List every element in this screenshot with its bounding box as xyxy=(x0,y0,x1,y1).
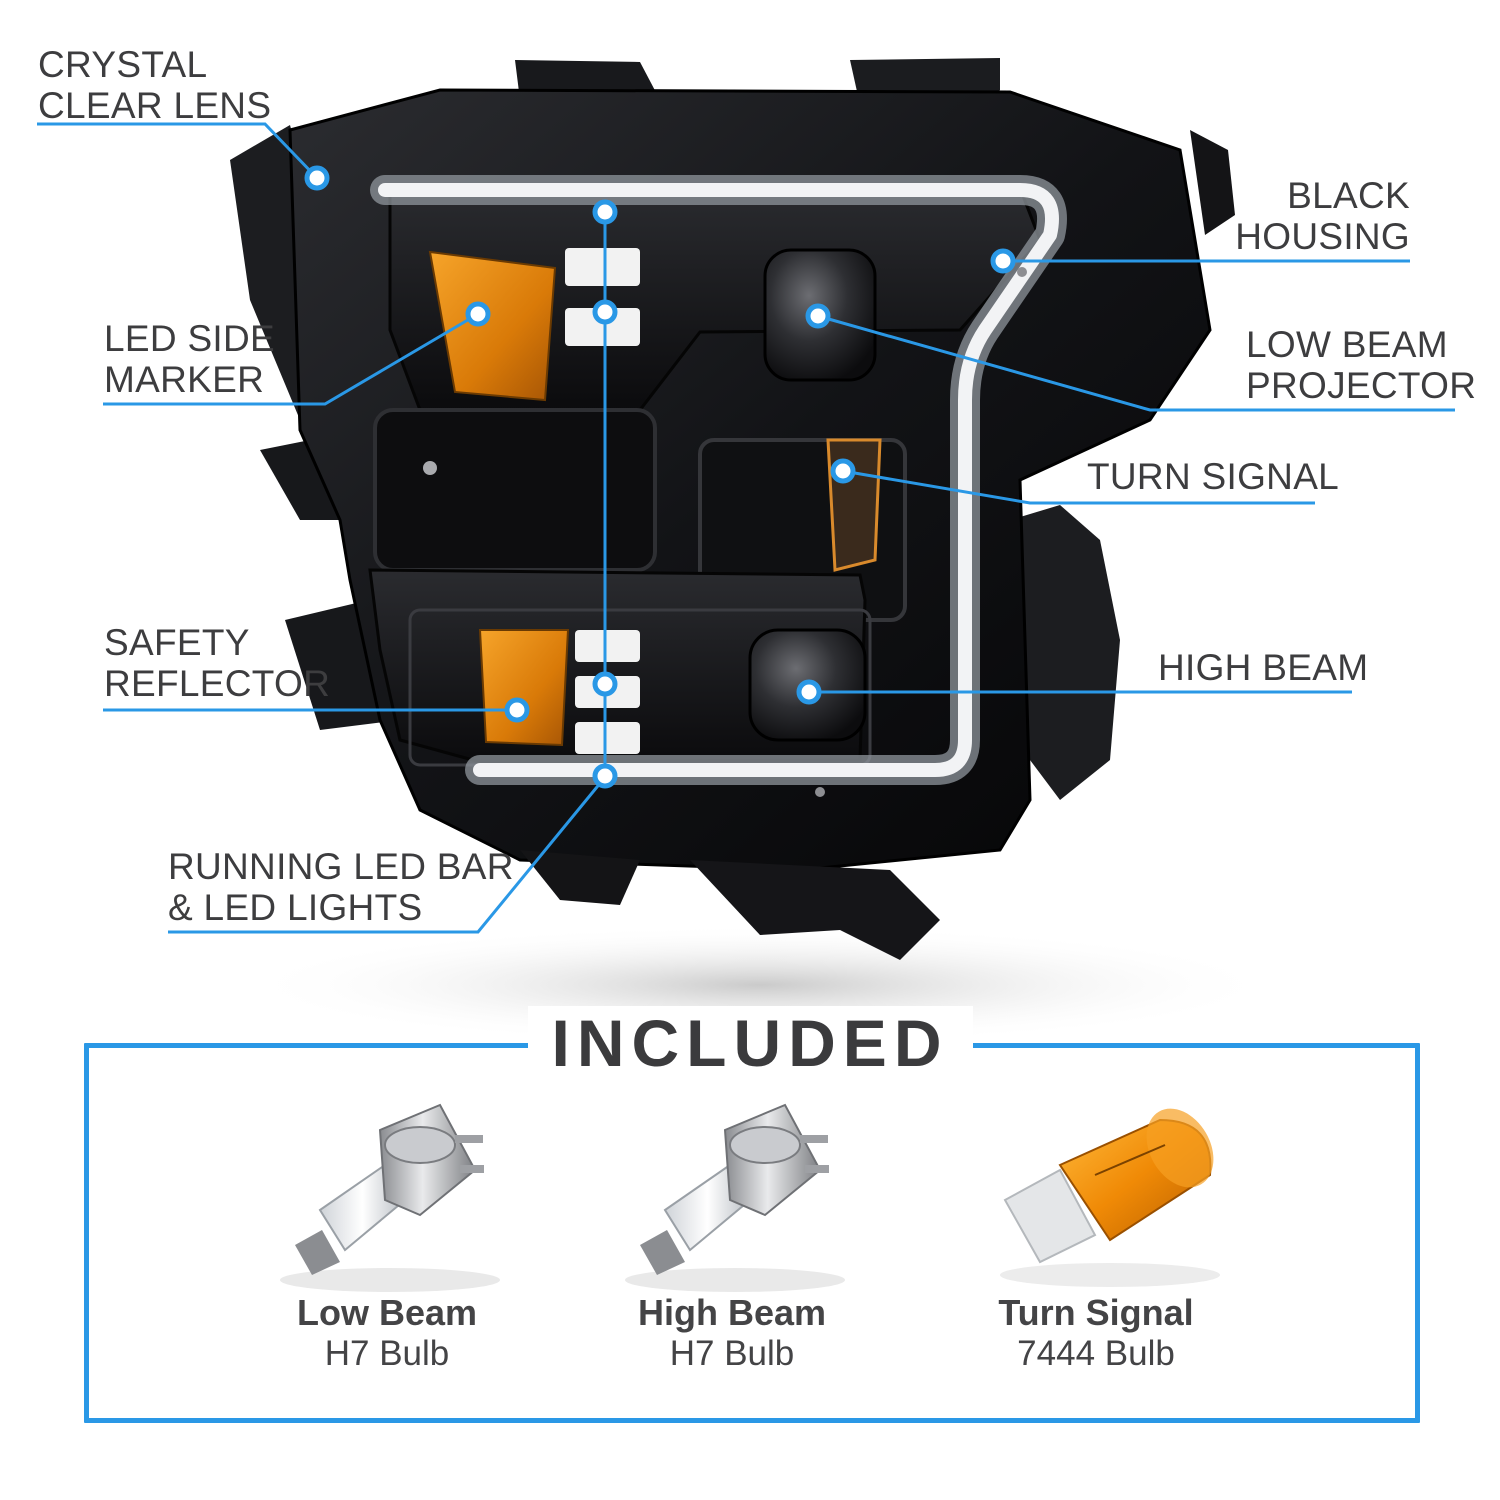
callout-line: PROJECTOR xyxy=(1246,365,1477,406)
callout-line: CRYSTAL xyxy=(38,44,208,85)
callout-line: HIGH BEAM xyxy=(1158,647,1369,688)
h7-halogen-bulb-icon xyxy=(280,1103,500,1292)
callout-line: LED SIDE xyxy=(104,318,276,359)
bulb-type: H7 Bulb xyxy=(324,1334,450,1373)
callout-line: MARKER xyxy=(104,359,265,400)
callout-crystal-clear-lens: CRYSTAL CLEAR LENS xyxy=(38,44,271,126)
turn-signal-lens xyxy=(826,438,882,572)
7444-amber-bulb-icon xyxy=(1000,1108,1220,1287)
callout-running-led-bar: RUNNING LED BAR & LED LIGHTS xyxy=(168,846,514,928)
included-item-turn-signal: Turn Signal 7444 Bulb xyxy=(946,1292,1246,1374)
callout-markers xyxy=(304,165,1016,789)
callout-line: HOUSING xyxy=(1235,216,1410,257)
safety-reflector-lens xyxy=(478,629,570,747)
callout-line: RUNNING LED BAR xyxy=(168,846,514,887)
bulb-name: Turn Signal xyxy=(998,1292,1194,1333)
h7-halogen-bulb-icon xyxy=(625,1103,845,1292)
side-marker-lens xyxy=(428,250,557,402)
floor-shadow xyxy=(240,925,1280,1045)
headlight-assembly-icon xyxy=(230,58,1235,960)
bulb-type: H7 Bulb xyxy=(669,1334,795,1373)
callout-line: REFLECTOR xyxy=(104,663,331,704)
included-item-low-beam: Low Beam H7 Bulb xyxy=(237,1292,537,1374)
callout-line: CLEAR LENS xyxy=(38,85,272,126)
callout-high-beam: HIGH BEAM xyxy=(1158,647,1368,688)
bulb-name: High Beam xyxy=(637,1292,827,1333)
included-title: INCLUDED xyxy=(0,1006,1500,1080)
callout-line: SAFETY xyxy=(104,622,250,663)
callout-line: & LED LIGHTS xyxy=(168,887,423,928)
callout-black-housing: BLACK HOUSING xyxy=(1235,175,1410,257)
bulb-type: 7444 Bulb xyxy=(1017,1334,1175,1373)
callout-turn-signal: TURN SIGNAL xyxy=(1087,456,1339,497)
included-title-text: INCLUDED xyxy=(527,1006,973,1080)
callout-line: BLACK xyxy=(1287,175,1410,216)
callout-line: TURN SIGNAL xyxy=(1087,456,1340,497)
callout-line: LOW BEAM xyxy=(1246,324,1448,365)
callout-low-beam-projector: LOW BEAM PROJECTOR xyxy=(1246,324,1476,406)
callout-safety-reflector: SAFETY REFLECTOR xyxy=(104,622,330,704)
included-item-high-beam: High Beam H7 Bulb xyxy=(582,1292,882,1374)
callout-led-side-marker: LED SIDE MARKER xyxy=(104,318,275,400)
bulb-name: Low Beam xyxy=(296,1292,478,1333)
